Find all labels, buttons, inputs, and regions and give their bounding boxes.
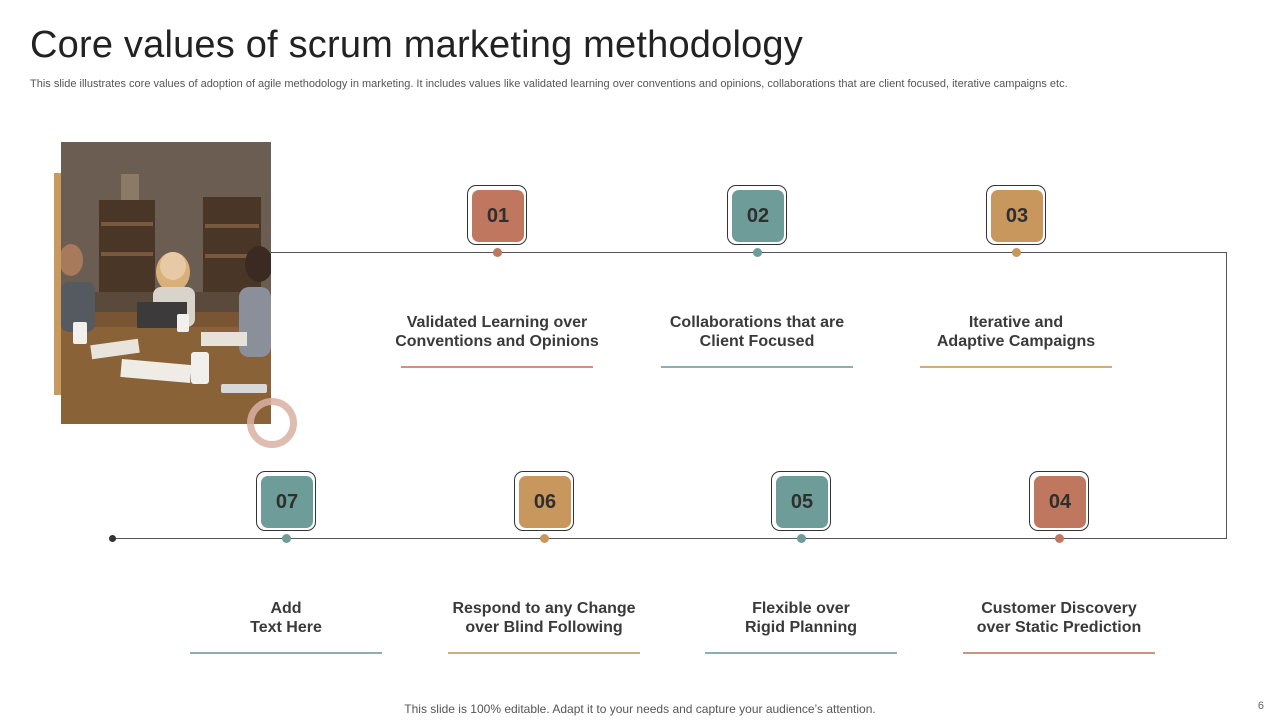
step-label-line-1: Validated Learning over <box>406 314 588 331</box>
step-label-line-2: over Static Prediction <box>976 619 1142 636</box>
page-number: 6 <box>1257 700 1264 712</box>
slide-subtitle: This slide illustrates core values of ad… <box>30 78 1068 90</box>
step-underline <box>448 652 640 654</box>
step-label-line-1: Customer Discovery <box>981 600 1137 617</box>
step-number-badge: 05 <box>771 471 831 531</box>
timeline-pin <box>1054 533 1064 543</box>
step-number: 07 <box>261 476 313 528</box>
team-meeting-photo <box>61 142 271 424</box>
step-number: 02 <box>732 190 784 242</box>
step-number-badge: 02 <box>727 185 787 245</box>
step-underline <box>963 652 1155 654</box>
step-label-line-2: Client Focused <box>699 333 815 350</box>
timeline-end-dot <box>109 535 116 542</box>
step-underline <box>401 366 593 368</box>
timeline-pin <box>752 247 762 257</box>
timeline-pin <box>492 247 502 257</box>
timeline-pin <box>281 533 291 543</box>
step-label: Respond to any Change over Blind Followin… <box>424 599 664 637</box>
slide-footer: This slide is 100% editable. Adapt it to… <box>404 702 876 716</box>
step-label-line-1: Collaborations that are <box>669 314 845 331</box>
step-number: 03 <box>991 190 1043 242</box>
step-number: 05 <box>776 476 828 528</box>
step-number: 06 <box>519 476 571 528</box>
step-number-badge: 03 <box>986 185 1046 245</box>
timeline-pin <box>1011 247 1021 257</box>
step-label-line-2: Conventions and Opinions <box>395 333 599 350</box>
step-number: 04 <box>1034 476 1086 528</box>
step-label-line-2: Text Here <box>250 619 322 636</box>
timeline-pin <box>796 533 806 543</box>
step-label-line-1: Flexible over <box>752 600 850 617</box>
step-label-line-2: over Blind Following <box>465 619 623 636</box>
step-underline <box>705 652 897 654</box>
step-label-line-2: Adaptive Campaigns <box>936 333 1096 350</box>
team-meeting-illustration <box>61 142 271 424</box>
step-label-line-1: Add <box>270 600 302 617</box>
timeline-pin <box>539 533 549 543</box>
timeline-bottom-line <box>112 538 1227 539</box>
timeline-top-line <box>271 252 1227 253</box>
step-number: 01 <box>472 190 524 242</box>
decorative-ring <box>247 398 297 448</box>
step-underline <box>920 366 1112 368</box>
step-label-line-2: Rigid Planning <box>745 619 857 636</box>
step-number-badge: 06 <box>514 471 574 531</box>
slide-title: Core values of scrum marketing methodolo… <box>30 24 803 66</box>
timeline-right-line <box>1226 252 1227 539</box>
step-number-badge: 07 <box>256 471 316 531</box>
step-label-line-1: Respond to any Change <box>452 600 636 617</box>
step-label: Customer Discovery over Static Prediction <box>939 599 1179 637</box>
step-underline <box>661 366 853 368</box>
step-underline <box>190 652 382 654</box>
step-number-badge: 04 <box>1029 471 1089 531</box>
step-number-badge: 01 <box>467 185 527 245</box>
step-label-line-1: Iterative and <box>968 314 1064 331</box>
